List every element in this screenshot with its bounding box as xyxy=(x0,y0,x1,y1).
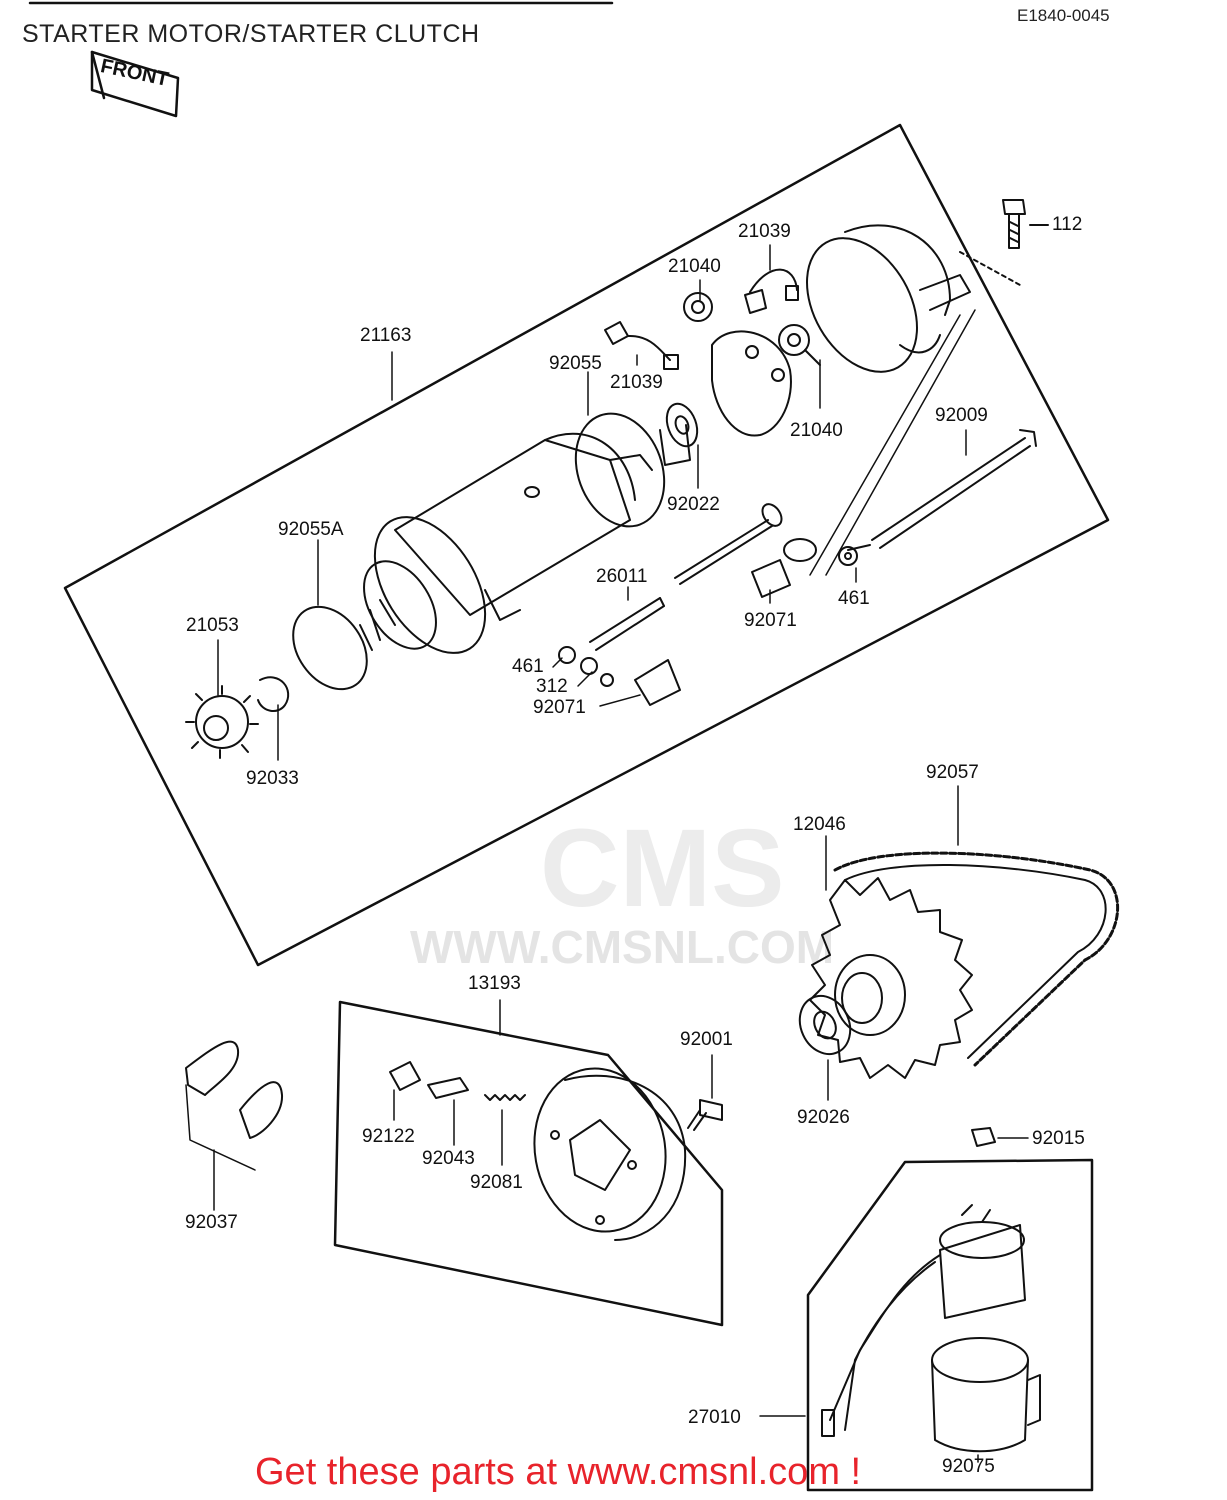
brush-21039-a-shape xyxy=(744,268,799,314)
part-number-92026[interactable]: 92026 xyxy=(797,1107,850,1128)
part-number-461-b[interactable]: 461 xyxy=(512,656,544,677)
motor-body-21163-shape xyxy=(359,432,653,654)
part-number-13193[interactable]: 13193 xyxy=(468,973,521,994)
bolt-26011-shape xyxy=(589,597,665,651)
clamp-92037-shape xyxy=(185,1040,284,1171)
washer-461-shape xyxy=(838,546,858,566)
relay-panel xyxy=(806,1158,1094,1492)
end-cover-shape xyxy=(806,224,971,373)
spring-21040-b-shape xyxy=(778,324,821,366)
brush-21039-b-shape xyxy=(604,321,679,370)
roller-92122-shape xyxy=(389,1061,421,1091)
part-number-92081[interactable]: 92081 xyxy=(470,1172,523,1193)
cover-92075-shape xyxy=(931,1337,1041,1453)
part-number-21039-b[interactable]: 21039 xyxy=(610,372,663,393)
oring-92055a-shape xyxy=(292,605,368,691)
page-title: STARTER MOTOR/STARTER CLUTCH xyxy=(22,20,480,48)
part-number-461-a[interactable]: 461 xyxy=(838,588,870,609)
part-number-92075[interactable]: 92075 xyxy=(942,1456,995,1477)
part-number-12046[interactable]: 12046 xyxy=(793,814,846,835)
part-number-21053[interactable]: 21053 xyxy=(186,615,239,636)
clutch-housing-13193-shape xyxy=(533,1067,687,1241)
relay-27010-shape xyxy=(821,1204,1026,1437)
part-number-92022[interactable]: 92022 xyxy=(667,494,720,515)
part-number-92055a[interactable]: 92055A xyxy=(278,519,344,540)
part-number-92071-a[interactable]: 92071 xyxy=(744,610,797,631)
get-parts-link[interactable]: Get these parts at www.cmsnl.com ! xyxy=(255,1451,862,1493)
part-number-92122[interactable]: 92122 xyxy=(362,1126,415,1147)
leader-lines xyxy=(213,244,1029,1463)
spring-21040-a-shape xyxy=(683,292,713,322)
part-number-312[interactable]: 312 xyxy=(536,676,568,697)
part-number-21040-a[interactable]: 21040 xyxy=(668,256,721,277)
part-number-27010[interactable]: 27010 xyxy=(688,1407,741,1428)
part-number-92037[interactable]: 92037 xyxy=(185,1212,238,1233)
part-number-92071-b[interactable]: 92071 xyxy=(533,697,586,718)
lead-wire-shape xyxy=(674,503,783,585)
chain-92057-shape xyxy=(833,851,1120,1067)
part-number-92001[interactable]: 92001 xyxy=(680,1029,733,1050)
washer-461-b-shape xyxy=(558,646,576,664)
bolt-112-shape xyxy=(1002,199,1026,249)
front-arrow-icon xyxy=(90,50,180,118)
part-number-92009[interactable]: 92009 xyxy=(935,405,988,426)
watermark-logo: CMS xyxy=(540,807,785,930)
part-number-92015[interactable]: 92015 xyxy=(1032,1128,1085,1149)
drawing-code: E1840-0045 xyxy=(1017,6,1110,25)
bolt-92001-shape xyxy=(687,1099,723,1131)
cap-92071-a-shape xyxy=(751,538,817,598)
washer-92026-shape xyxy=(798,994,852,1056)
starter-clutch-panel xyxy=(333,1000,724,1327)
brush-plate-shape xyxy=(711,330,792,437)
sprocket-12046-shape xyxy=(809,877,973,1079)
part-number-92057[interactable]: 92057 xyxy=(926,762,979,783)
part-number-112[interactable]: 112 xyxy=(1052,214,1083,235)
oring-92055-shape xyxy=(574,412,666,528)
part-number-26011[interactable]: 26011 xyxy=(596,566,648,587)
cap-92071-b-shape xyxy=(634,659,681,706)
pin-92043-shape xyxy=(427,1077,469,1099)
gear-21053-shape xyxy=(185,685,259,759)
starter-motor-panel xyxy=(63,123,1110,967)
part-number-92033[interactable]: 92033 xyxy=(246,768,299,789)
part-number-21163[interactable]: 21163 xyxy=(360,325,412,346)
nut-92015-shape xyxy=(971,1127,996,1147)
part-number-92055[interactable]: 92055 xyxy=(549,353,602,374)
seal-92022-shape xyxy=(659,402,699,466)
part-number-21040-b[interactable]: 21040 xyxy=(790,420,843,441)
part-number-21039-a[interactable]: 21039 xyxy=(738,221,791,242)
bolt-92009-shape xyxy=(871,429,1037,549)
spring-92081-shape xyxy=(484,1094,526,1101)
nut-312-shape xyxy=(580,657,598,675)
watermark-url: WWW.CMSNL.COM xyxy=(410,921,835,973)
part-number-92043[interactable]: 92043 xyxy=(422,1148,475,1169)
circlip-92033-shape xyxy=(257,676,290,712)
